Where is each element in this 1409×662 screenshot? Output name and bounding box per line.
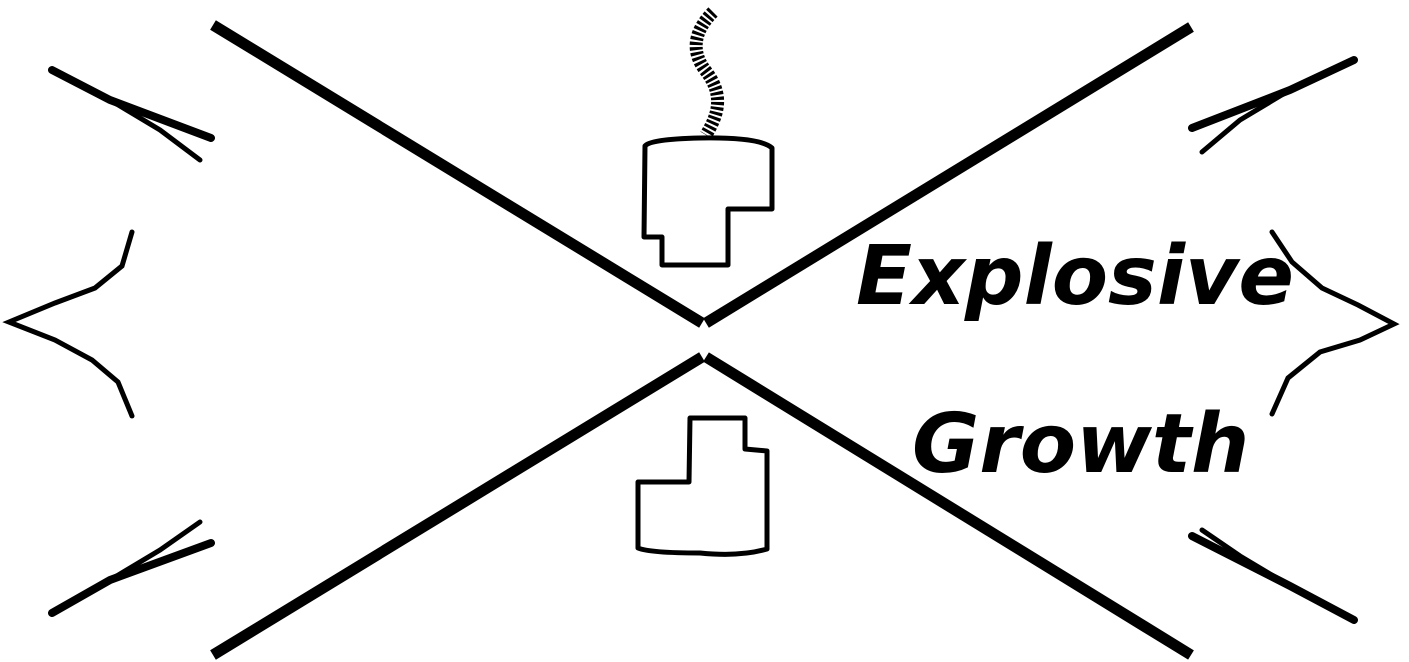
x-line-upper-left <box>213 25 702 323</box>
right-burst-marks <box>1192 60 1394 620</box>
left-burst-marks <box>9 70 211 613</box>
title-line-2: Growth <box>912 397 1249 492</box>
burst-line-icon <box>1192 60 1354 128</box>
title-line-1: Explosive <box>856 229 1294 324</box>
x-line-lower-left <box>213 357 702 655</box>
burst-line-icon <box>9 232 132 416</box>
burst-line-icon <box>52 70 211 138</box>
burst-line-icon <box>1202 530 1290 586</box>
fuse-icon <box>696 12 717 135</box>
debris-fragment-icon <box>638 418 767 554</box>
bomb-with-fuse-icon <box>644 138 772 265</box>
x-cross-lines <box>213 25 1191 655</box>
burst-line-icon <box>52 543 211 613</box>
